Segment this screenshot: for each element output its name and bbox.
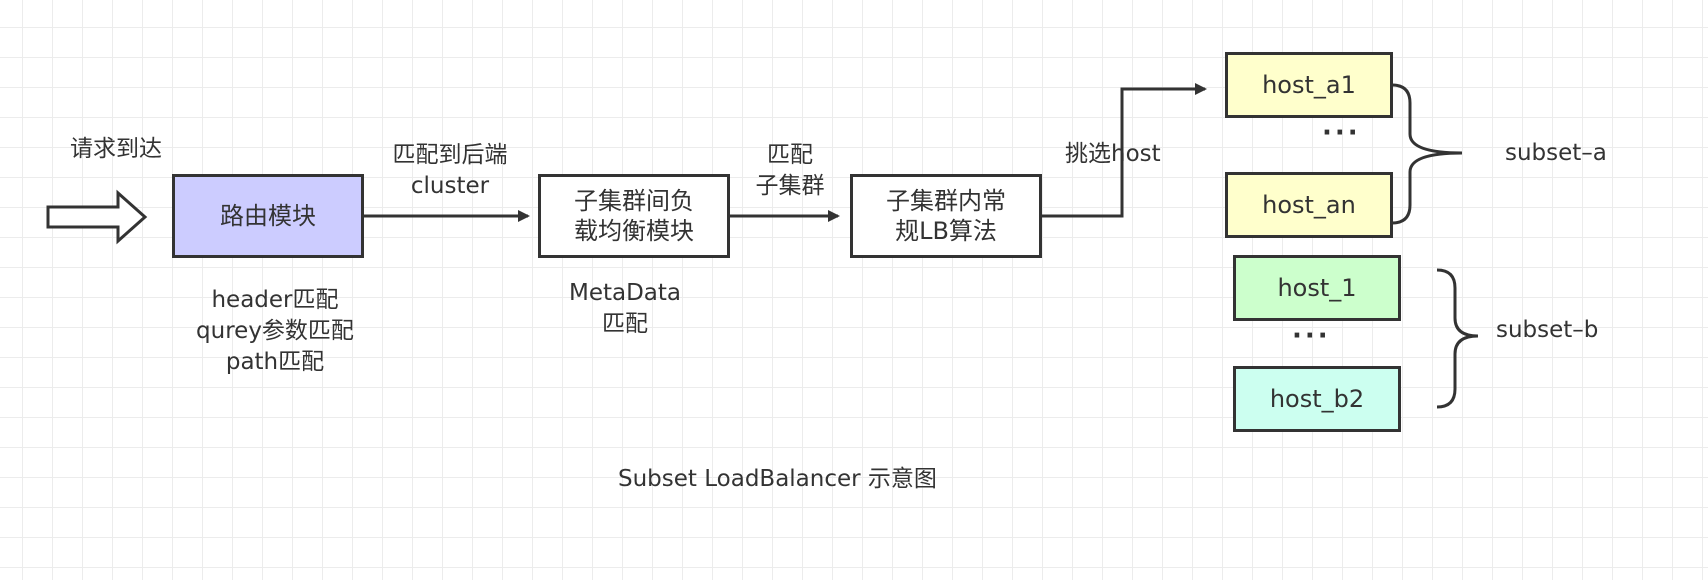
router-note-header: header匹配 — [211, 287, 339, 313]
router-note-path: path匹配 — [225, 348, 325, 375]
edge-label-match-subset-line2: 子集群 — [755, 172, 825, 199]
host-label-an: host_an — [1262, 191, 1356, 219]
subset-a-label: subset–a — [1505, 140, 1607, 166]
edge-label-match-cluster: 匹配到后端 cluster — [375, 140, 525, 202]
diagram-title: Subset LoadBalancer 示意图 — [618, 466, 937, 492]
host-label-1: host_1 — [1277, 274, 1357, 302]
subset-lb-note-match: 匹配 — [602, 310, 648, 337]
brace-subset-b — [1436, 268, 1479, 409]
subset-lb-note-metadata: MetaData — [568, 280, 682, 306]
host-box-a1: host_a1 — [1225, 52, 1393, 118]
subset-lb-notes: MetaData 匹配 — [545, 278, 705, 340]
edge-label-pick-host: 挑选host — [1065, 141, 1161, 167]
brace-subset-a — [1391, 83, 1463, 225]
host-box-an: host_an — [1225, 172, 1393, 238]
subset-a-ellipsis: ··· — [1322, 118, 1361, 148]
edge-label-match-subset-line1: 匹配 — [767, 142, 813, 168]
incoming-request-arrow — [46, 189, 148, 245]
subset-lb-label-line2: 载均衡模块 — [574, 217, 694, 245]
request-arrived-label: 请求到达 — [70, 136, 162, 162]
host-label-a1: host_a1 — [1262, 71, 1356, 99]
edge-label-match-subset: 匹配 子集群 — [740, 140, 840, 202]
subset-lb-label-line1: 子集群间负 — [574, 187, 694, 215]
host-box-b2: host_b2 — [1233, 366, 1401, 432]
subset-lb-module-box: 子集群间负 载均衡模块 — [538, 174, 730, 258]
subset-b-ellipsis: ··· — [1292, 321, 1331, 351]
edge-label-match-cluster-line2: cluster — [410, 172, 490, 199]
host-box-1: host_1 — [1233, 255, 1401, 321]
host-label-b2: host_b2 — [1269, 385, 1365, 413]
subset-b-label: subset–b — [1496, 317, 1599, 343]
router-module-label: 路由模块 — [220, 202, 316, 230]
router-module-box: 路由模块 — [172, 174, 364, 258]
router-notes: header匹配 qurey参数匹配 path匹配 — [170, 285, 380, 377]
router-note-query: qurey参数匹配 — [196, 317, 354, 344]
inner-lb-algorithm-box: 子集群内常 规LB算法 — [850, 174, 1042, 258]
inner-lb-label-line1: 子集群内常 — [886, 187, 1006, 215]
edge-label-match-cluster-line1: 匹配到后端 — [392, 142, 508, 168]
edge-inner-lb-to-host — [1041, 83, 1207, 218]
inner-lb-label-line2: 规LB算法 — [895, 217, 997, 245]
